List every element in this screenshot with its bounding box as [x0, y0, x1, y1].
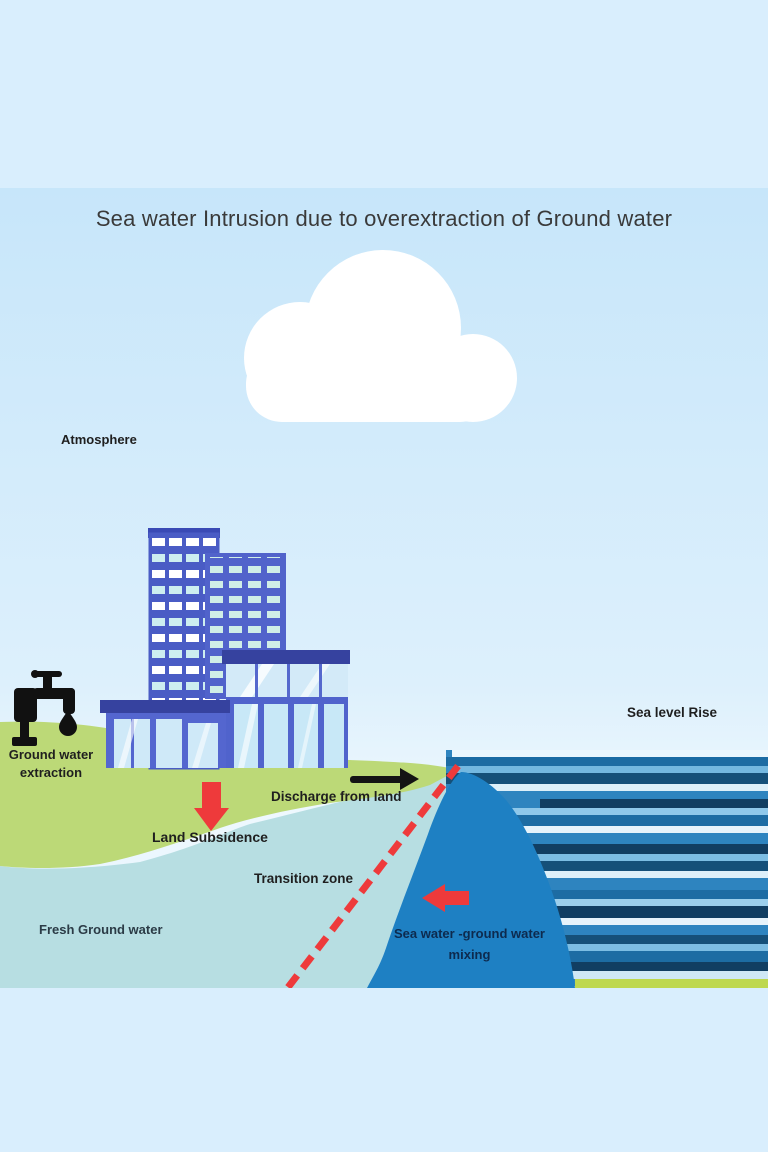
city-buildings	[100, 528, 350, 770]
label-fresh-ground-water: Fresh Ground water	[39, 922, 163, 937]
label-seawater-groundwater-mixing: Sea water -ground water mixing	[372, 923, 567, 965]
label-mixing-line1: Sea water -ground water	[394, 926, 545, 941]
label-atmosphere: Atmosphere	[61, 432, 137, 447]
seawater-intrusion-wedge	[367, 772, 575, 988]
label-ground-water-extraction: Ground water extraction	[0, 746, 102, 782]
water-pump-icon	[12, 670, 77, 746]
cloud-icon	[244, 250, 517, 422]
diagram-artwork	[0, 188, 768, 988]
label-discharge-from-land: Discharge from land	[271, 789, 402, 804]
left-arrow-icon	[422, 884, 469, 912]
down-arrow-icon	[194, 782, 229, 831]
right-arrow-icon	[350, 768, 419, 790]
sea-floor-strip	[575, 979, 768, 988]
page-title: Sea water Intrusion due to overextractio…	[95, 206, 673, 231]
label-mixing-line2: mixing	[448, 947, 491, 962]
low-building-left-roof	[100, 700, 230, 713]
label-sea-level-rise: Sea level Rise	[627, 705, 718, 720]
low-building-right-roof	[222, 650, 350, 664]
label-land-subsidence: Land Subsidence	[152, 829, 268, 845]
label-ground-water-extraction-line2: extraction	[19, 765, 83, 780]
label-transition-zone: Transition zone	[254, 871, 354, 886]
diagram-canvas: Sea water Intrusion due to overextractio…	[0, 188, 768, 988]
fresh-groundwater-zone	[0, 770, 458, 988]
label-ground-water-extraction-line1: Ground water	[8, 747, 94, 762]
